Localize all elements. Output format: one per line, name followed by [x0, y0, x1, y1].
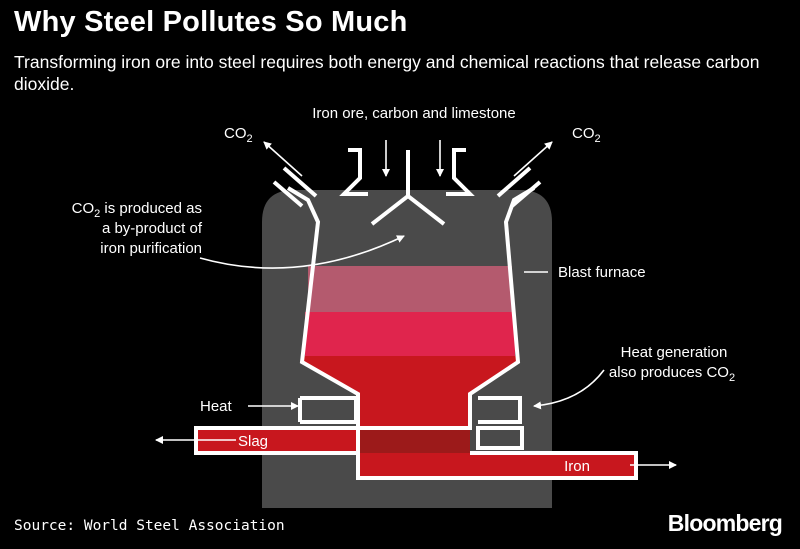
label-byproduct-line3: iron purification — [100, 240, 202, 257]
slag-dark-section — [358, 428, 470, 453]
label-co2-left: CO2 — [224, 125, 253, 145]
furnace-layer-middle — [305, 312, 515, 356]
label-iron: Iron — [564, 458, 590, 475]
page-title: Why Steel Pollutes So Much — [14, 6, 408, 38]
furnace-outline — [194, 148, 638, 480]
bloomberg-logo: Bloomberg — [667, 510, 783, 536]
label-heat-generation-line2: also produces CO2 — [609, 364, 735, 384]
furnace-layer-top — [308, 266, 512, 312]
arrows — [155, 140, 677, 469]
label-byproduct-line2: a by-product of — [102, 220, 203, 237]
label-co2-right: CO2 — [572, 125, 601, 145]
label-heat-generation-line1: Heat generation — [621, 344, 728, 361]
label-heat: Heat — [200, 398, 233, 415]
label-slag: Slag — [238, 433, 268, 450]
label-byproduct-line1: CO2 is produced as — [72, 200, 202, 220]
source-note: Source: World Steel Association — [14, 518, 285, 534]
label-blast-furnace: Blast furnace — [558, 264, 646, 281]
label-inputs: Iron ore, carbon and limestone — [312, 105, 515, 122]
iron-channel — [358, 453, 636, 478]
page-subtitle: Transforming iron ore into steel require… — [14, 52, 760, 94]
